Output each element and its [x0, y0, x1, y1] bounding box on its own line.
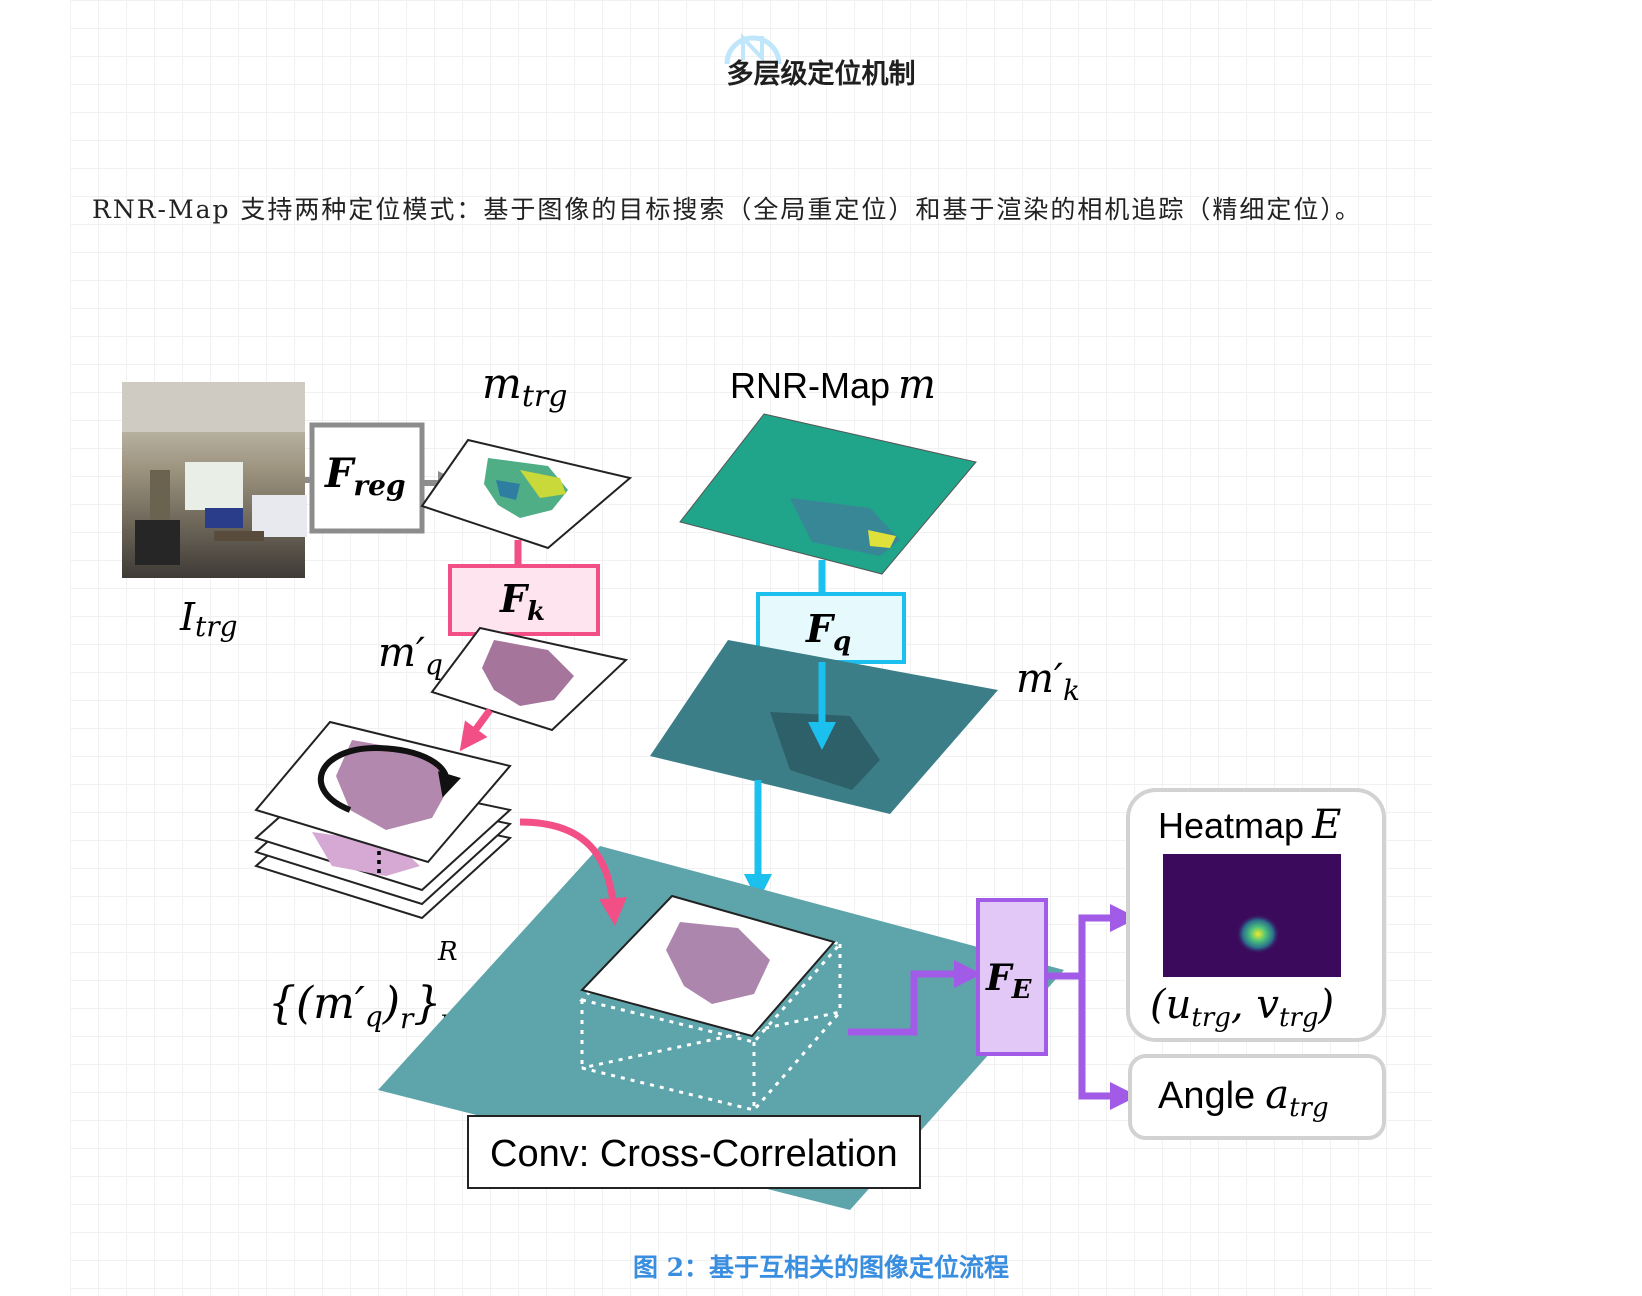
stack-ellipsis: ⋮ — [366, 847, 392, 877]
label-m-q: m′q — [378, 630, 443, 681]
query-content — [666, 922, 770, 1004]
arrow-fe-to-heatmap — [1046, 904, 1138, 980]
input-image — [122, 382, 307, 578]
m-trg-content — [484, 458, 568, 518]
site-logo-icon — [724, 32, 782, 65]
label-coords: (utrg, vtrg) — [1150, 982, 1334, 1033]
label-f-k: Fk — [499, 576, 545, 627]
localization-diagram: Itrg Freg mtrg Fk m′q ⋮ {(m′q)r} R r=1 R… — [122, 359, 1386, 1210]
arrow-stack-to-plane — [519, 818, 627, 926]
page-title: 多层级定位机制 — [726, 59, 916, 90]
intro-paragraph: RNR-Map 支持两种定位模式：基于图像的目标搜索（全局重定位）和基于渲染的相… — [92, 195, 1362, 224]
stack-tile-1-content — [336, 740, 452, 830]
tile-rnr-map — [679, 413, 977, 575]
box-f-reg — [309, 422, 425, 534]
panel-angle — [1128, 1054, 1386, 1140]
arrow-mq-to-stack — [459, 707, 493, 752]
figure-caption: 图 2：基于互相关的图像定位流程 — [632, 1253, 1010, 1282]
box-f-e — [976, 898, 1048, 1056]
label-i-trg: Itrg — [179, 595, 238, 643]
box-conv — [467, 1115, 921, 1189]
label-conv: Conv: Cross-Correlation — [490, 1133, 898, 1175]
arrow-plane-to-fe — [848, 960, 982, 1036]
label-m-trg: mtrg — [482, 359, 567, 414]
rotation-arrow-icon — [317, 744, 461, 813]
label-f-e: FE — [985, 957, 1033, 1005]
label-m-k: m′k — [1016, 656, 1080, 707]
arrow-fe-to-angle — [1078, 976, 1138, 1110]
label-f-q: Fq — [805, 606, 851, 657]
label-set-expression: {(m′q)r} — [268, 978, 441, 1035]
box-f-k — [448, 564, 600, 636]
label-set-upper: R — [437, 937, 458, 967]
m-q-content — [482, 640, 574, 706]
label-f-reg: Freg — [324, 450, 406, 502]
